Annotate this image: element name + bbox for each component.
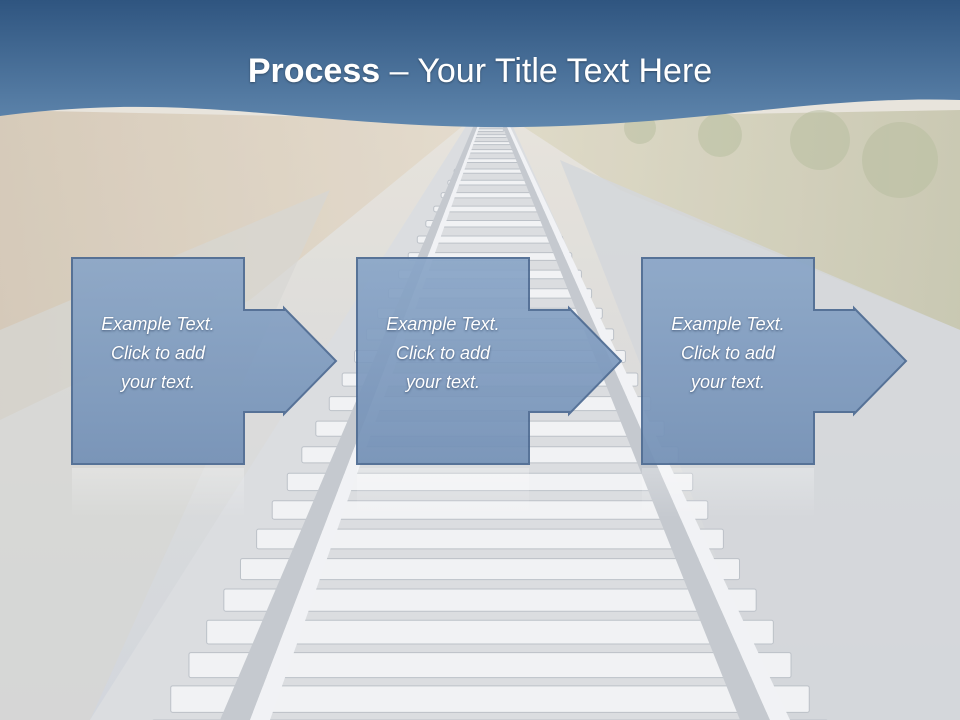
process-step-2[interactable]: Example Text. Click to add your text. (356, 257, 647, 518)
step-line-2: Click to add (395, 343, 491, 363)
step-text[interactable]: Example Text. Click to add your text. (357, 310, 529, 397)
arrow-box-shape (71, 257, 338, 518)
step-line-3: your text. (405, 372, 481, 392)
step-line-3: your text. (690, 372, 766, 392)
arrow-box-shape (356, 257, 623, 518)
step-line-2: Click to add (110, 343, 206, 363)
track-sleeper (223, 588, 757, 612)
process-step-3[interactable]: Example Text. Click to add your text. (641, 257, 932, 518)
track-sleeper (206, 619, 774, 645)
step-text[interactable]: Example Text. Click to add your text. (642, 310, 814, 397)
track-sleeper (170, 685, 810, 713)
title-rest-text: – Your Title Text Here (380, 52, 713, 90)
step-line-3: your text. (120, 372, 196, 392)
step-line-1: Example Text. (671, 314, 785, 334)
step-line-1: Example Text. (386, 314, 500, 334)
track-sleeper (188, 652, 792, 679)
slide-title[interactable]: Process – Your Title Text Here (0, 52, 960, 91)
process-step-1[interactable]: Example Text. Click to add your text. (71, 257, 362, 518)
step-line-1: Example Text. (101, 314, 215, 334)
track-sleeper (256, 528, 724, 550)
arrow-box-shape (641, 257, 908, 518)
title-bold-text: Process (247, 52, 381, 90)
step-text[interactable]: Example Text. Click to add your text. (72, 310, 244, 397)
step-line-2: Click to add (680, 343, 776, 363)
track-sleeper (239, 558, 741, 581)
